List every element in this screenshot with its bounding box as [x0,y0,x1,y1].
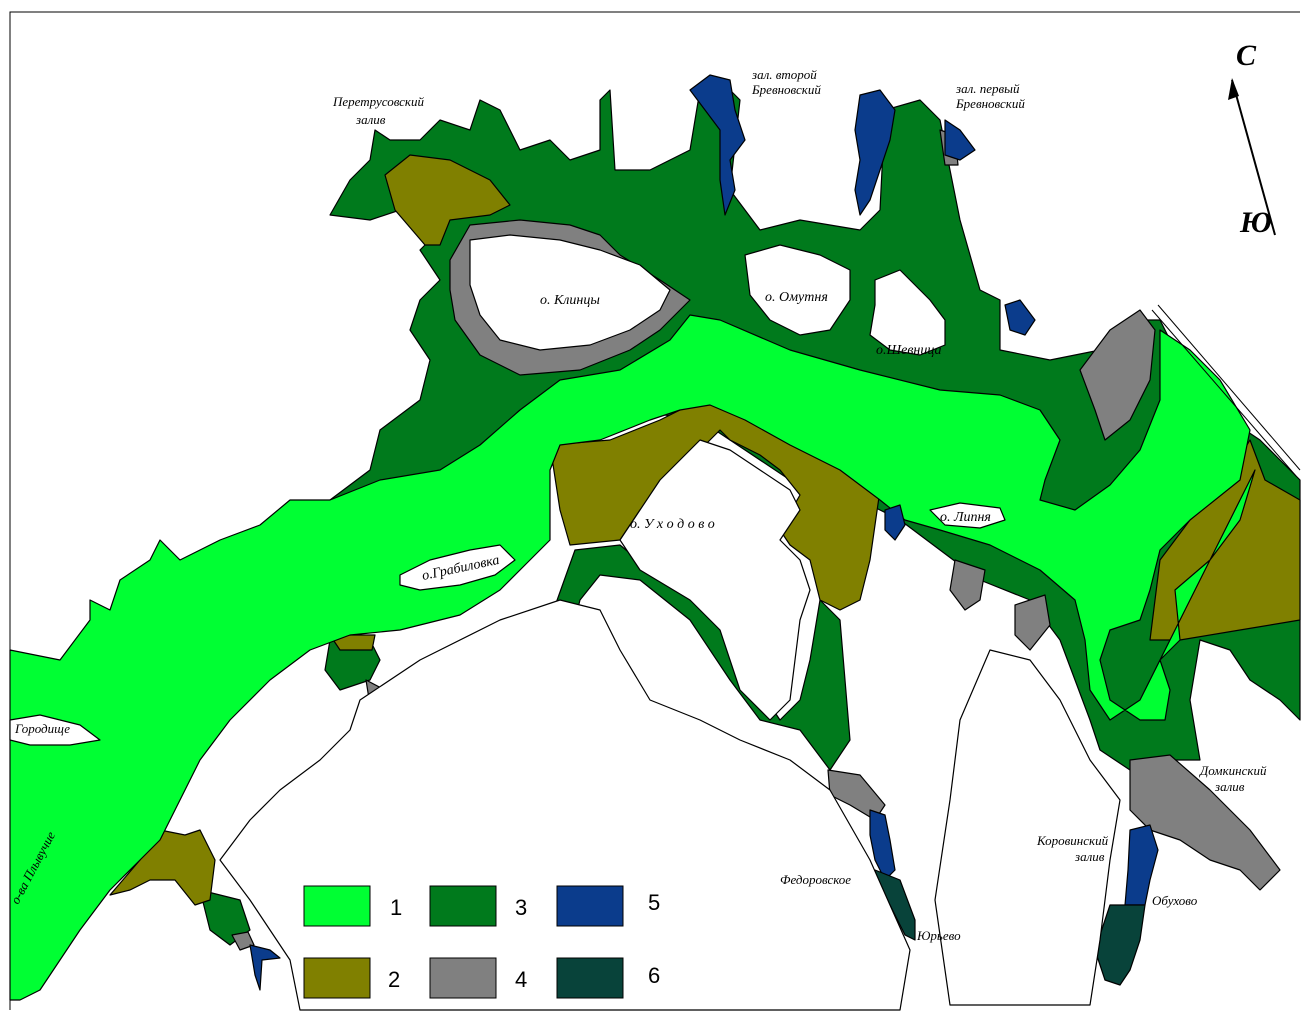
east-shore [934,649,1121,1006]
legend-swatch-6 [556,957,624,999]
shore-shadows [1151,304,1301,477]
island-shevnitsa [869,269,946,356]
compass-south: Ю [1239,206,1272,239]
label-gorodishche: Городище [14,721,70,736]
label-fedorovskoe: Федоровское [780,872,851,887]
label-second-brevnovsky-1: зал. второй [751,67,817,82]
label-domkinsky-1: Домкинский [1198,763,1267,778]
island-klintsy [469,234,671,351]
legend-label-6: 6 [648,963,660,988]
label-first-brevnovsky-1: зал. первый [955,81,1020,96]
label-shevnitsa: о.Шевница [876,343,942,358]
label-pertrusovsky-2: залив [355,112,386,127]
label-pertrusovsky-1: Перетрусовский [332,94,425,109]
label-obukhovo: Обухово [1152,893,1198,908]
legend-swatch-1 [303,885,371,927]
label-omutnya: о. Омутня [765,290,828,305]
compass-arrow-icon [1231,79,1276,236]
compass-arrowhead-icon [1228,78,1239,100]
label-lipnya: о. Липня [940,510,991,525]
label-second-brevnovsky-2: Бревновский [751,82,821,97]
island-gorodishche [9,714,101,746]
label-domkinsky-2: залив [1214,779,1245,794]
legend-swatch-5 [556,885,624,927]
legend-label-1: 1 [390,895,402,920]
label-first-brevnovsky-2: Бревновский [955,96,1025,111]
label-korovinsky-1: Коровинский [1036,833,1109,848]
legend-label-4: 4 [515,967,527,992]
compass-north: С [1236,39,1257,72]
legend-swatch-3 [429,885,497,927]
island-lipnya [929,502,1006,529]
legend-swatch-4 [429,957,497,999]
island-omutnya [744,244,851,336]
label-klintsy: о. Клинцы [540,293,600,308]
islands [9,234,1121,1011]
compass: С Ю [1228,39,1276,239]
zone5-area [249,74,1159,991]
legend: 1 3 5 2 4 6 [303,885,660,999]
zone1-area [9,314,1256,1001]
legend-label-3: 3 [515,895,527,920]
label-ukhodovo: о. У х о д о в о [630,517,715,532]
label-korovinsky-2: залив [1074,849,1105,864]
zone6-area [874,869,1146,986]
island-grabilovka [399,544,516,591]
south-shore [219,599,911,1011]
island-ukhodovo [619,439,811,721]
legend-label-2: 2 [388,967,400,992]
label-yurevo: Юрьево [916,928,961,943]
legend-label-5: 5 [648,890,660,915]
legend-swatch-2 [303,957,371,999]
